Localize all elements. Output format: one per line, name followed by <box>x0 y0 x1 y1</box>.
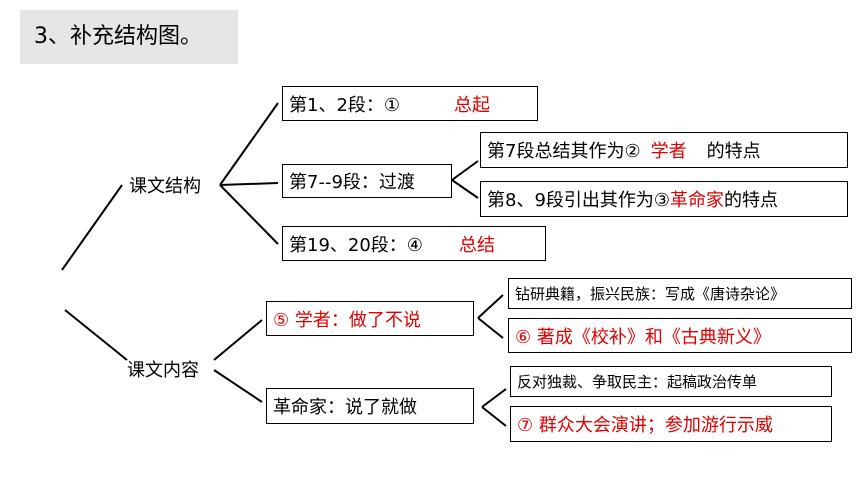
box-scholar-detail-1: 钻研典籍，振兴民族：写成《唐诗杂论》 <box>508 278 852 309</box>
para-1-2-prefix: 第1、2段：① <box>289 94 401 116</box>
para-8-9-prefix: 第8、9段引出其作为③ <box>487 190 671 211</box>
scholar-detail-1: 钻研典籍，振兴民族：写成《唐诗杂论》 <box>515 285 786 303</box>
box-para-7-9: 第7--9段：过渡 <box>282 164 452 198</box>
para-8-9-suffix: 的特点 <box>724 190 779 211</box>
structure-label: 课文结构 <box>129 176 201 197</box>
revolutionary-detail-1: 反对独裁、争取民主：起稿政治传单 <box>517 373 758 391</box>
content-label: 课文内容 <box>127 360 199 381</box>
box-para-7: 第7段总结其作为② 学者 的特点 <box>480 132 848 168</box>
box-revolutionary-detail-1: 反对独裁、争取民主：起稿政治传单 <box>510 366 832 397</box>
answer-1: 总起 <box>454 94 491 116</box>
box-revolutionary-detail-2: ⑦ 群众大会演讲；参加游行示威 <box>510 406 832 442</box>
answer-7: ⑦ 群众大会演讲；参加游行示威 <box>517 415 773 436</box>
box-scholar: ⑤ 学者：做了不说 <box>266 301 474 336</box>
box-revolutionary: 革命家：说了就做 <box>266 388 474 424</box>
title-band <box>20 10 238 64</box>
para-7-9-text: 第7--9段：过渡 <box>289 172 415 193</box>
answer-4: 总结 <box>458 234 495 256</box>
answer-3: 革命家 <box>670 190 725 211</box>
para-7-suffix: 的特点 <box>706 141 761 162</box>
box-para-19-20: 第19、20段：④ 总结 <box>282 226 546 261</box>
revolutionary-text: 革命家：说了就做 <box>273 397 417 418</box>
para-7-prefix: 第7段总结其作为② <box>487 141 641 162</box>
para-19-20-prefix: 第19、20段：④ <box>289 234 423 256</box>
answer-6: ⑥ 著成《校补》和《古典新义》 <box>515 326 771 348</box>
answer-5: ⑤ 学者：做了不说 <box>273 309 421 331</box>
page-title: 3、补充结构图。 <box>34 24 202 49</box>
box-para-8-9: 第8、9段引出其作为③ 革命家 的特点 <box>480 181 848 217</box>
box-scholar-detail-2: ⑥ 著成《校补》和《古典新义》 <box>508 318 852 353</box>
box-para-1-2: 第1、2段：① 总起 <box>282 86 538 121</box>
answer-2: 学者 <box>650 141 687 162</box>
